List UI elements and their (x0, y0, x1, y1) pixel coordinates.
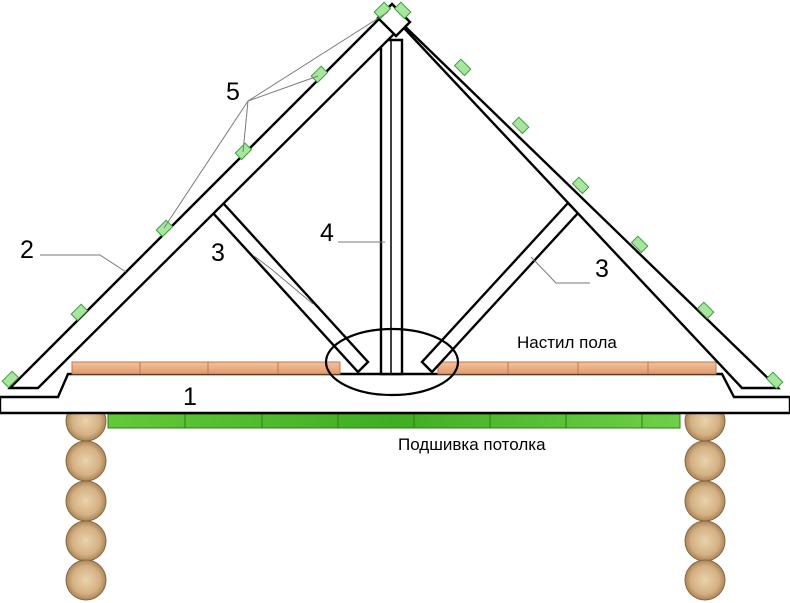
strut-right-label: 3 (595, 255, 609, 283)
log (65, 559, 107, 601)
log (65, 520, 107, 562)
right-rafter (387, 9, 781, 390)
log (684, 480, 726, 522)
left-strut (211, 201, 370, 374)
ceiling-lining (107, 413, 681, 429)
tie-beam (0, 372, 790, 415)
leader-lines (40, 11, 590, 305)
strut-left-label: 3 (211, 239, 225, 267)
log (65, 440, 107, 482)
log (684, 440, 726, 482)
ceiling-lining-label: Подшивка потолка (398, 435, 546, 454)
right-log-wall (684, 400, 726, 601)
left-log-wall (65, 400, 107, 601)
king-post-label: 4 (320, 219, 334, 247)
log (65, 480, 107, 522)
rafter-label: 2 (20, 236, 34, 264)
tie-beam-label: 1 (183, 383, 197, 411)
floor-decking-label: Настил пола (517, 333, 617, 352)
plates-label: 5 (226, 78, 240, 106)
log (684, 520, 726, 562)
connecting-plates (1, 1, 784, 390)
log (684, 559, 726, 601)
left-rafter (7, 8, 404, 390)
joint-ellipse (324, 327, 460, 397)
